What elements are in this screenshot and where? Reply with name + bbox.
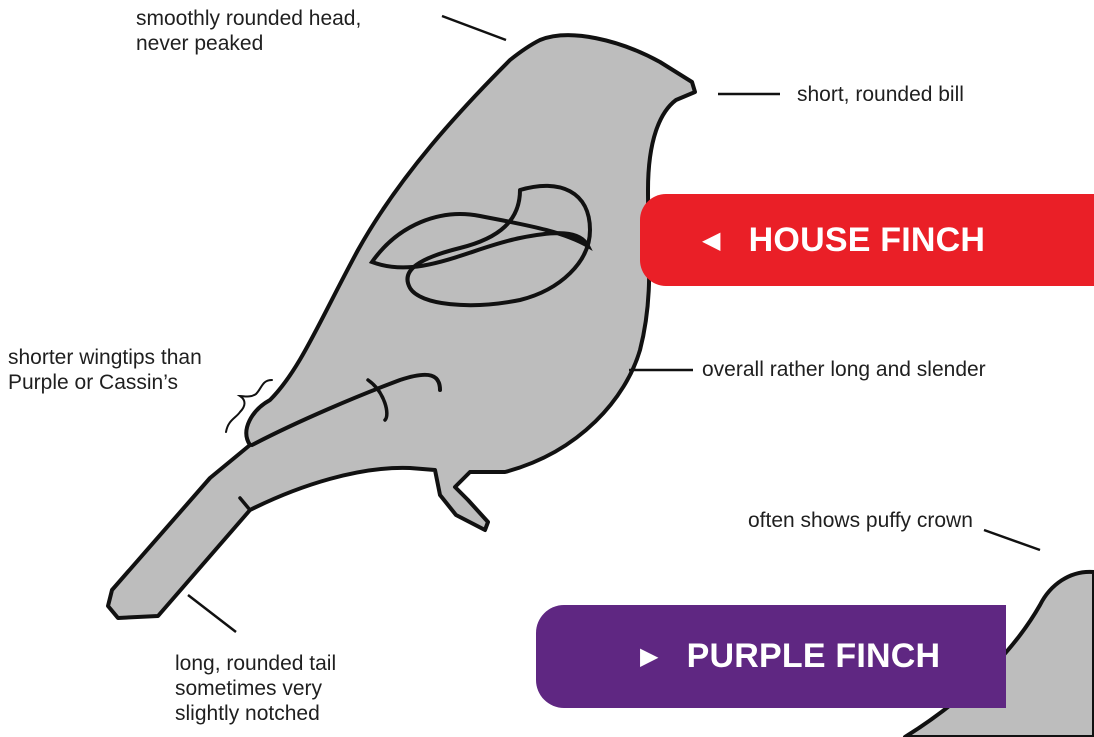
crown-leader-line <box>984 530 1040 550</box>
head-annotation-line-1: smoothly rounded head, <box>136 6 361 31</box>
house-finch-banner[interactable]: ◀ HOUSE FINCH <box>640 194 1094 286</box>
body-annotation: overall rather long and slender <box>702 357 986 382</box>
tail-annotation: long, rounded tail sometimes very slight… <box>175 651 336 726</box>
crown-annotation: often shows puffy crown <box>748 508 973 533</box>
head-annotation-line-2: never peaked <box>136 31 361 56</box>
tail-leader-line <box>188 595 236 632</box>
house-finch-silhouette <box>108 35 695 618</box>
purple-finch-label: PURPLE FINCH <box>687 637 941 676</box>
triangle-right-icon: ▶ <box>640 642 659 671</box>
head-leader-line <box>442 16 506 40</box>
purple-finch-banner[interactable]: ▶ PURPLE FINCH <box>536 605 1006 708</box>
bill-annotation: short, rounded bill <box>797 82 964 107</box>
house-finch-label: HOUSE FINCH <box>749 221 985 260</box>
wingtips-annotation-line-1: shorter wingtips than <box>8 345 202 370</box>
triangle-left-icon: ◀ <box>702 226 721 255</box>
wingtips-annotation: shorter wingtips than Purple or Cassin’s <box>8 345 202 395</box>
tail-annotation-line-1: long, rounded tail <box>175 651 336 676</box>
tail-annotation-line-2: sometimes very <box>175 676 336 701</box>
head-annotation: smoothly rounded head, never peaked <box>136 6 361 56</box>
wingtips-annotation-line-2: Purple or Cassin’s <box>8 370 202 395</box>
tail-annotation-line-3: slightly notched <box>175 701 336 726</box>
